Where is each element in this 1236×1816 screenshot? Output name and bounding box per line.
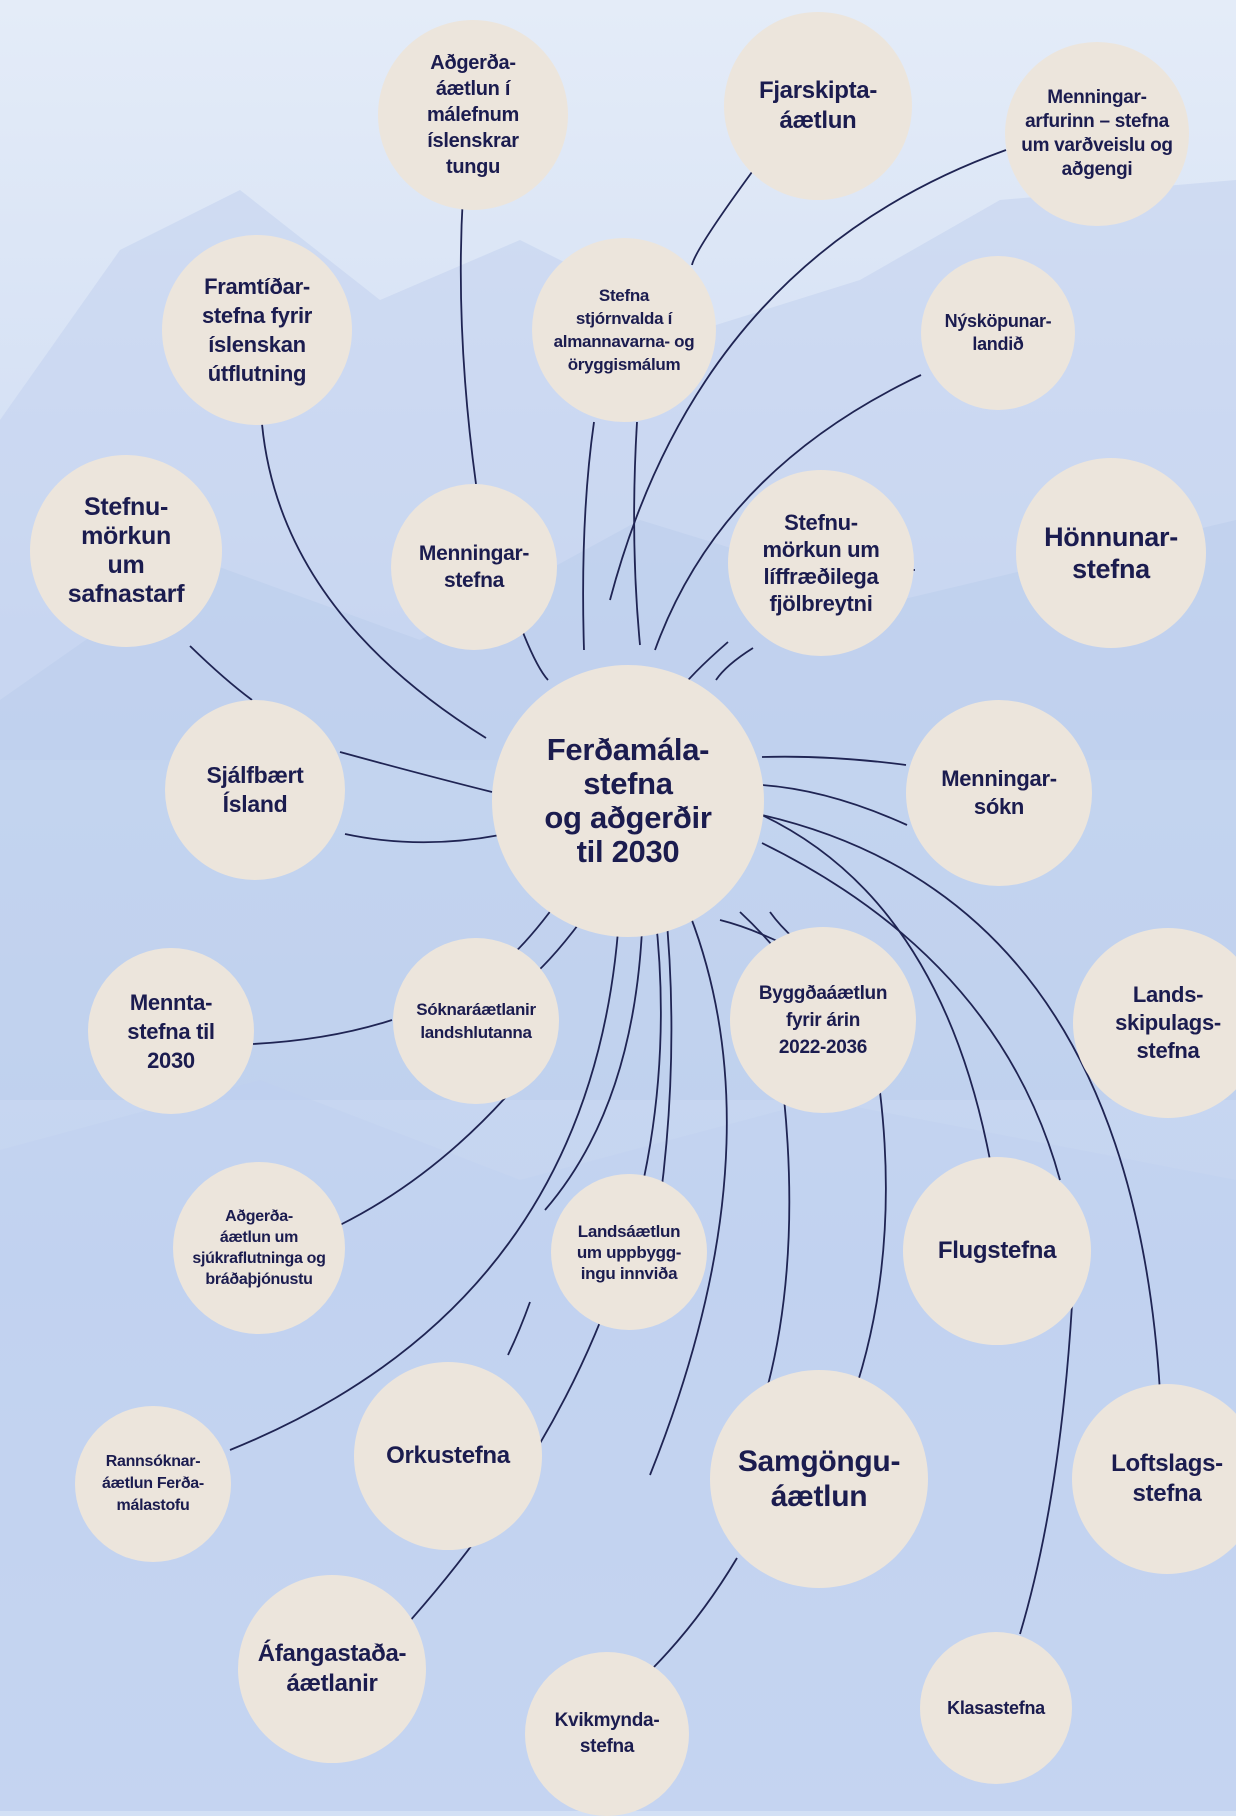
node-label: Stefna stjórnvalda í almannavarna- og ör… bbox=[553, 286, 695, 374]
node-label: Sóknaráætlanir landshlutanna bbox=[416, 1000, 536, 1042]
node-samgonguaaetlun[interactable]: Samgöngu- áætlun bbox=[710, 1370, 928, 1588]
node-rannsoknaraaetlun[interactable]: Rannsóknar- áætlun Ferða- málastofu bbox=[75, 1406, 231, 1562]
node-label: Áfangastaða- áætlanir bbox=[257, 1640, 407, 1697]
node-fjarskiptaaaetlun[interactable]: Fjarskipta- áætlun bbox=[724, 12, 912, 200]
node-label: Sjálfbært Ísland bbox=[206, 762, 304, 817]
node-label: Klasastefna bbox=[947, 1698, 1045, 1718]
node-label: Rannsóknar- áætlun Ferða- málastofu bbox=[102, 1453, 204, 1514]
node-label: Fjarskipta- áætlun bbox=[758, 77, 878, 134]
node-stefnumorkun-safnastarf[interactable]: Stefnu- mörkun um safnastarf bbox=[30, 455, 222, 647]
node-menningararfurinn[interactable]: Menningar- arfurinn – stefna um varðveis… bbox=[1005, 42, 1189, 226]
center-node-label: Ferðamála- stefna og aðgerðir til 2030 bbox=[544, 732, 712, 869]
node-label: Byggðaáætlun fyrir árin 2022-2036 bbox=[758, 982, 888, 1058]
node-byggdaaaetlun[interactable]: Byggðaáætlun fyrir árin 2022-2036 bbox=[730, 927, 916, 1113]
node-label: Landsáætlun um uppbygg- ingu innviða bbox=[576, 1221, 682, 1283]
node-framtidarstefna-utflutning[interactable]: Framtíðar- stefna fyrir íslenskan útflut… bbox=[162, 235, 352, 425]
node-nyskopunarlandid[interactable]: Nýsköpunar- landið bbox=[921, 256, 1075, 410]
node-menntastefna[interactable]: Mennta- stefna til 2030 bbox=[88, 948, 254, 1114]
node-label: Menningar- arfurinn – stefna um varðveis… bbox=[1021, 87, 1173, 180]
node-menningarstefna[interactable]: Menningar- stefna bbox=[391, 484, 557, 650]
node-label: Stefnu- mörkun um líffræðilega fjölbreyt… bbox=[762, 510, 880, 616]
node-liffraedileg-fjolbreytni[interactable]: Stefnu- mörkun um líffræðilega fjölbreyt… bbox=[728, 470, 914, 656]
node-soknaraaetlanir[interactable]: Sóknaráætlanir landshlutanna bbox=[393, 938, 559, 1104]
node-label: Hönnunar- stefna bbox=[1044, 522, 1178, 584]
node-orkustefna[interactable]: Orkustefna bbox=[354, 1362, 542, 1550]
node-landsskipulagsstefna[interactable]: Lands- skipulags- stefna bbox=[1073, 928, 1236, 1118]
node-menningarsokn[interactable]: Menningar- sókn bbox=[906, 700, 1092, 886]
node-sjalfbaert-island[interactable]: Sjálfbært Ísland bbox=[165, 700, 345, 880]
node-label: Menningar- stefna bbox=[418, 542, 530, 592]
center-node[interactable]: Ferðamála- stefna og aðgerðir til 2030 bbox=[492, 665, 764, 937]
node-label: Mennta- stefna til 2030 bbox=[127, 989, 215, 1073]
node-sjukraflutningar[interactable]: Aðgerða- áætlun um sjúkraflutninga og br… bbox=[173, 1162, 345, 1334]
node-label: Orkustefna bbox=[386, 1442, 510, 1469]
node-kvikmyndastefna[interactable]: Kvikmynda- stefna bbox=[525, 1652, 689, 1816]
node-label: Menningar- sókn bbox=[941, 766, 1057, 819]
node-stefna-almannavarna[interactable]: Stefna stjórnvalda í almannavarna- og ör… bbox=[532, 238, 716, 422]
node-adgerda-islensk-tunga[interactable]: Aðgerða- áætlun í málefnum íslenskrar tu… bbox=[378, 20, 568, 210]
node-label: Samgöngu- áætlun bbox=[737, 1445, 901, 1513]
node-label: Aðgerða- áætlun um sjúkraflutninga og br… bbox=[192, 1208, 326, 1288]
node-label: Stefnu- mörkun um safnastarf bbox=[67, 493, 185, 608]
node-label: Aðgerða- áætlun í málefnum íslenskrar tu… bbox=[426, 52, 520, 178]
node-landsaaetlun-innvida[interactable]: Landsáætlun um uppbygg- ingu innviða bbox=[551, 1174, 707, 1330]
node-label: Nýsköpunar- landið bbox=[944, 311, 1052, 354]
node-klasastefna[interactable]: Klasastefna bbox=[920, 1632, 1072, 1784]
node-label: Loftslags- stefna bbox=[1111, 1450, 1223, 1507]
node-honnunarstefna[interactable]: Hönnunar- stefna bbox=[1016, 458, 1206, 648]
node-flugstefna[interactable]: Flugstefna bbox=[903, 1157, 1091, 1345]
node-afangastadaaaetlanir[interactable]: Áfangastaða- áætlanir bbox=[238, 1575, 426, 1763]
node-loftslagsstefna[interactable]: Loftslags- stefna bbox=[1072, 1384, 1236, 1574]
node-label: Flugstefna bbox=[937, 1237, 1057, 1264]
node-label: Kvikmynda- stefna bbox=[554, 1710, 660, 1757]
node-label: Lands- skipulags- stefna bbox=[1115, 982, 1221, 1063]
node-label: Framtíðar- stefna fyrir íslenskan útflut… bbox=[201, 274, 313, 386]
